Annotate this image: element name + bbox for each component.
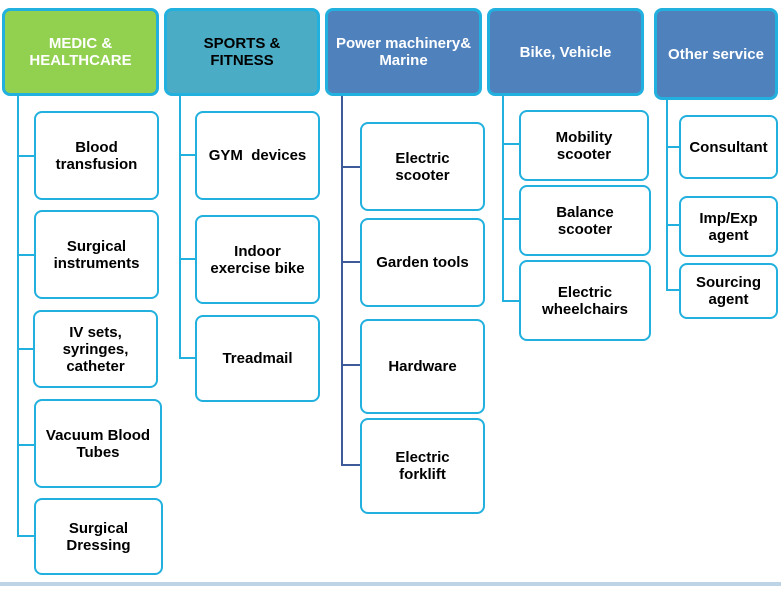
header-power-machinery-marine: Power machinery& Marine [325, 8, 482, 96]
item-label: Surgical instruments [53, 237, 140, 272]
item-surgical-dressing: Surgical Dressing [34, 498, 163, 575]
connector-medic [17, 96, 19, 536]
connector [666, 224, 679, 226]
item-label: Hardware [388, 358, 457, 375]
item-gym-devices: GYM devices [195, 111, 320, 200]
connector [17, 348, 33, 350]
item-label: Blood transfusion [55, 138, 138, 173]
connector [341, 364, 360, 366]
item-electric-forklift: Electric forklift [360, 418, 485, 514]
connector-power [341, 96, 343, 465]
connector [179, 357, 195, 359]
item-indoor-exercise-bike: Indoor exercise bike [195, 215, 320, 304]
item-sourcing-agent: Sourcing agent [679, 263, 778, 319]
item-label: IV sets, syringes, catheter [62, 323, 129, 375]
header-label: MEDIC & HEALTHCARE [29, 35, 132, 69]
header-sports-fitness: SPORTS & FITNESS [164, 8, 320, 96]
item-label: Consultant [689, 138, 768, 156]
connector [502, 218, 519, 220]
item-iv-sets: IV sets, syringes, catheter [33, 310, 158, 388]
connector [179, 154, 195, 156]
header-label: SPORTS & FITNESS [203, 35, 281, 69]
item-label: Surgical Dressing [66, 519, 131, 554]
item-label: Sourcing agent [695, 274, 761, 308]
item-hardware: Hardware [360, 319, 485, 414]
connector [666, 146, 679, 148]
connector [17, 444, 34, 446]
item-consultant: Consultant [679, 115, 778, 179]
item-label: Vacuum Blood Tubes [45, 426, 151, 461]
item-label: Indoor exercise bike [210, 242, 305, 277]
connector-other [666, 100, 668, 290]
connector [502, 143, 519, 145]
item-label: Electric scooter [395, 149, 450, 184]
item-balance-scooter: Balance scooter [519, 185, 651, 256]
item-label: Treadmail [222, 350, 293, 367]
item-garden-tools: Garden tools [360, 218, 485, 307]
connector [17, 155, 34, 157]
item-electric-scooter: Electric scooter [360, 122, 485, 211]
connector [179, 258, 195, 260]
bottom-rule [0, 582, 781, 586]
item-label: Electric forklift [395, 449, 450, 483]
connector [341, 464, 360, 466]
header-label: Other service [668, 45, 764, 63]
item-label: Garden tools [376, 254, 469, 271]
header-label: Bike, Vehicle [519, 43, 612, 61]
connector [17, 254, 34, 256]
header-label: Power machinery& Marine [335, 35, 472, 69]
connector [341, 166, 360, 168]
item-label: Electric wheelchairs [542, 283, 628, 318]
item-blood-transfusion: Blood transfusion [34, 111, 159, 200]
item-label: Mobility scooter [555, 128, 613, 163]
item-label: Balance scooter [556, 203, 614, 238]
connector [17, 535, 34, 537]
item-label: GYM devices [208, 147, 307, 164]
item-label: Imp/Exp agent [699, 209, 758, 244]
header-medic-healthcare: MEDIC & HEALTHCARE [2, 8, 159, 96]
item-treadmail: Treadmail [195, 315, 320, 402]
connector [341, 261, 360, 263]
item-imp-exp-agent: Imp/Exp agent [679, 196, 778, 257]
item-mobility-scooter: Mobility scooter [519, 110, 649, 181]
header-bike-vehicle: Bike, Vehicle [487, 8, 644, 96]
connector [502, 300, 519, 302]
header-other-service: Other service [654, 8, 778, 100]
item-vacuum-blood-tubes: Vacuum Blood Tubes [34, 399, 162, 488]
item-electric-wheelchairs: Electric wheelchairs [519, 260, 651, 341]
connector [666, 289, 679, 291]
item-surgical-instruments: Surgical instruments [34, 210, 159, 299]
connector-sports [179, 96, 181, 358]
connector-bike [502, 96, 504, 301]
